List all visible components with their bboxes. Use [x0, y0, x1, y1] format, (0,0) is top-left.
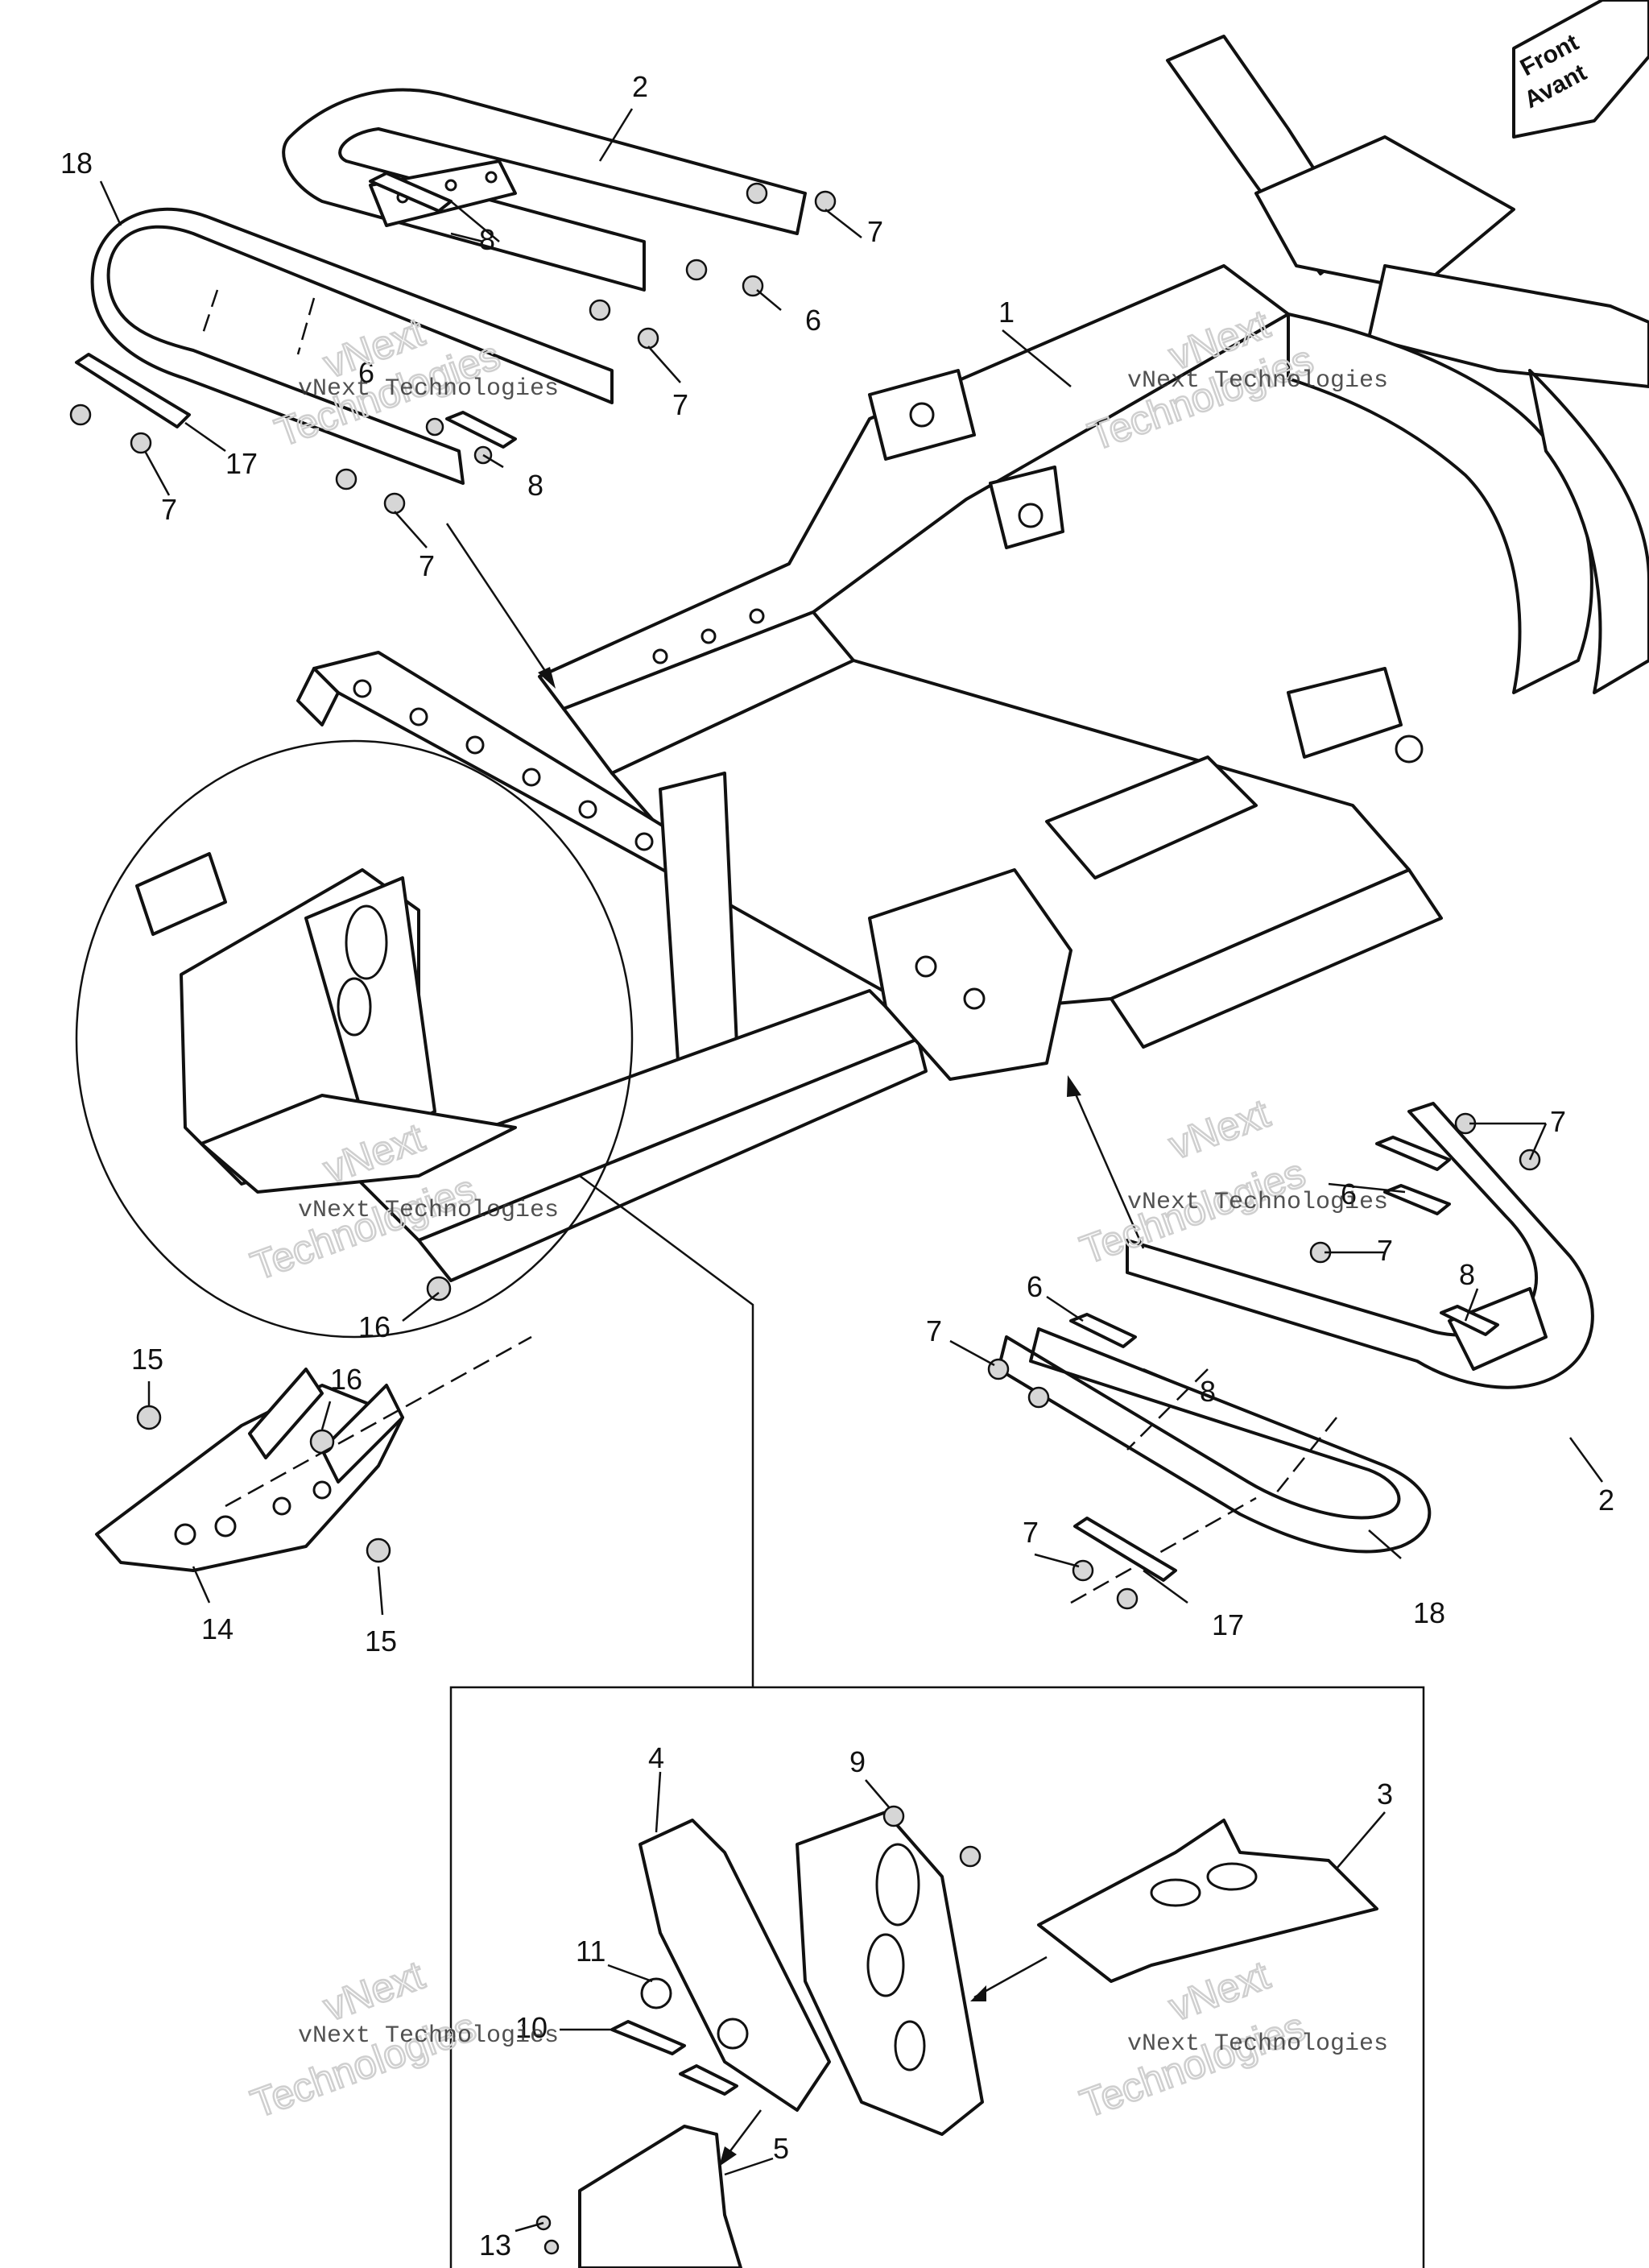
callout-16-a: 16 — [358, 1310, 391, 1343]
inset-lower-shelf — [200, 1094, 517, 1194]
watermark-4-text: vNext Technologies — [1127, 1189, 1388, 1216]
bolt-10b — [679, 2064, 738, 2096]
frame-front-loop-outer — [1528, 369, 1649, 694]
rear-bumper-upper — [282, 88, 807, 292]
callout-7-h: 7 — [1023, 1516, 1039, 1549]
watermark-6-text: vNext Technologies — [1127, 2030, 1388, 2058]
callout-10: 10 — [515, 2011, 548, 2044]
callout-1: 1 — [998, 296, 1015, 329]
callout-18-upper: 18 — [60, 147, 93, 180]
callout-6-d: 6 — [1027, 1270, 1043, 1303]
callout-8-d: 8 — [1200, 1375, 1216, 1408]
frame-rear-crossbeam-end — [296, 667, 340, 726]
callout-7-b: 7 — [672, 388, 688, 421]
callout-7-g: 7 — [926, 1314, 942, 1347]
callout-15-a: 15 — [131, 1343, 163, 1376]
rear-rack-loop-tube — [90, 207, 614, 485]
callout-16-b: 16 — [330, 1363, 362, 1396]
frame-front-crossmember — [1254, 135, 1515, 292]
callout-4: 4 — [648, 1741, 664, 1774]
rear-bumper-tube — [282, 88, 807, 292]
callout-14: 14 — [201, 1612, 234, 1645]
frame-center-tunnel-side — [1110, 868, 1443, 1049]
bolt-lower-6c — [1069, 1313, 1137, 1348]
inner-bracket-4 — [639, 1819, 831, 2112]
watermark-5-text: vNext Technologies — [298, 2022, 559, 2050]
watermark-4-vnext: vNext — [1163, 1091, 1275, 1168]
bolt-lower-6b — [1383, 1184, 1451, 1215]
bracket-17-upper-bar — [75, 353, 191, 428]
bracket-17-upper — [75, 353, 191, 428]
bolt-lower-8 — [1440, 1305, 1499, 1336]
rear-rack-lower-tube — [997, 1327, 1432, 1554]
frame-rear-bracket — [868, 868, 1072, 1081]
bracket-17-lower — [1073, 1517, 1177, 1582]
callout-5: 5 — [773, 2132, 789, 2165]
callout-3: 3 — [1377, 1778, 1393, 1811]
callout-7-d: 7 — [419, 549, 435, 582]
callout-8-a: 8 — [479, 223, 495, 256]
inset-upper-bracket — [135, 852, 227, 936]
watermark-1-text: vNext Technologies — [298, 375, 559, 403]
watermark-2-text: vNext Technologies — [1127, 367, 1388, 395]
callout-17-lower: 17 — [1212, 1608, 1244, 1641]
rear-bumper-lower — [1126, 1102, 1594, 1389]
frame-bracket-upper — [1287, 667, 1403, 759]
callout-7-e: 7 — [1550, 1105, 1566, 1138]
main-frame — [296, 35, 1649, 1282]
callout-13: 13 — [479, 2229, 511, 2262]
callout-18-lower: 18 — [1413, 1596, 1445, 1629]
bolt-lower-6a — [1375, 1136, 1451, 1171]
callout-labels: 2 1 18 7 8 6 7 6 17 8 7 7 7 6 7 8 6 7 8 … — [60, 70, 1614, 2262]
detail-circle-inset — [75, 739, 634, 1339]
callout-6-c: 6 — [1341, 1177, 1357, 1211]
callout-2-upper: 2 — [632, 70, 648, 103]
skid-plate-ear-left — [248, 1368, 324, 1459]
inner-plate-5 — [578, 2125, 742, 2268]
callout-6-b: 6 — [358, 356, 374, 389]
callout-9: 9 — [849, 1745, 866, 1778]
inner-plate-3 — [1037, 1819, 1378, 1983]
callout-7-a: 7 — [867, 215, 883, 248]
callout-6-a: 6 — [805, 304, 821, 337]
direction-arrow-icon — [1512, 0, 1649, 139]
rear-bumper-lower-tube — [1126, 1102, 1594, 1389]
bolt-10 — [610, 2020, 686, 2055]
bracket-17-lower-bar — [1073, 1517, 1177, 1582]
frame-lower-rear-rail-face — [417, 1037, 928, 1282]
callout-11: 11 — [576, 1935, 605, 1968]
watermark-3-text: vNext Technologies — [298, 1197, 559, 1224]
rear-bumper-lower-brace — [1448, 1287, 1548, 1371]
callout-7-c: 7 — [161, 493, 177, 526]
callout-8-c: 8 — [1459, 1258, 1475, 1291]
callout-2-lower: 2 — [1598, 1484, 1614, 1517]
rear-bumper-brace — [369, 159, 517, 227]
callout-8-b: 8 — [527, 469, 543, 502]
callout-17-upper: 17 — [225, 447, 258, 480]
frame-floor-plate — [1045, 755, 1258, 879]
watermark-5: vNext Technologies vNext Technologies — [244, 1951, 559, 2128]
callout-15-b: 15 — [365, 1624, 397, 1658]
bolt-upper-8b — [445, 411, 517, 449]
rear-rack-loop-upper — [90, 207, 614, 485]
skid-plate-ear-right — [320, 1384, 404, 1484]
front-direction-sign: Front Avant — [1512, 0, 1649, 139]
callout-7-f: 7 — [1377, 1234, 1393, 1267]
rear-rack-loop-lower — [997, 1327, 1432, 1604]
frame-front-loop — [1287, 312, 1593, 694]
hardware-upper — [69, 172, 837, 515]
leader-lines — [99, 108, 1604, 2233]
skid-plate-14 — [95, 1276, 452, 1572]
detail-box — [449, 1686, 1425, 2268]
watermark-5-vnext: vNext — [318, 1952, 430, 2030]
